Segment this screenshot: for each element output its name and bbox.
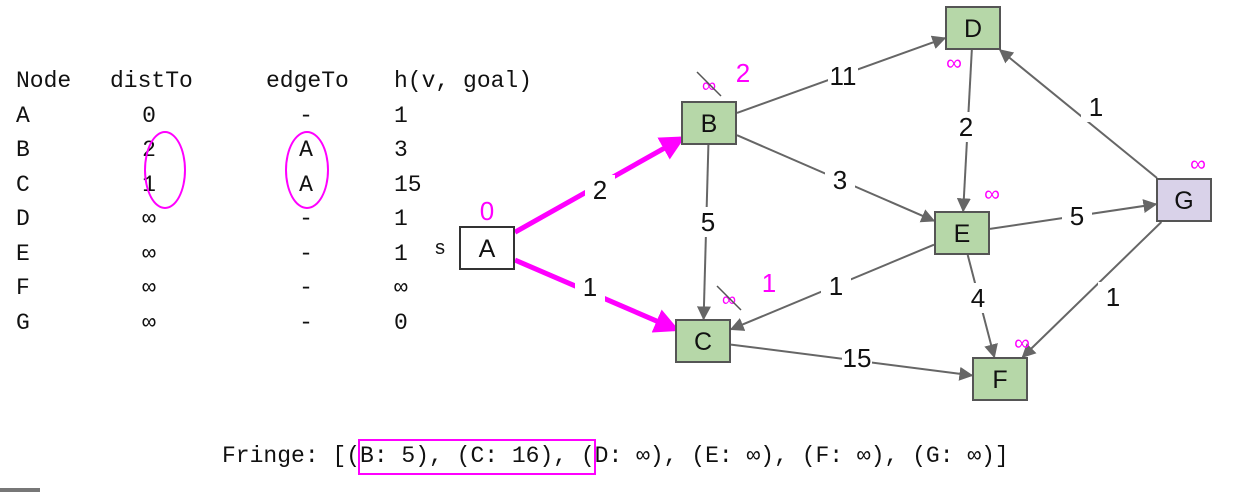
dist-label-b: 2 bbox=[736, 58, 750, 88]
edge-weight-e-c: 1 bbox=[829, 271, 843, 301]
row-node: F bbox=[16, 275, 30, 301]
edge-weight-b-e: 3 bbox=[833, 165, 847, 195]
row-distto: ∞ bbox=[142, 240, 156, 267]
row-heuristic: 1 bbox=[394, 102, 408, 129]
row-node: A bbox=[16, 102, 30, 129]
row-node: E bbox=[16, 240, 30, 267]
edge-weight-backdrop bbox=[1081, 92, 1111, 122]
row-node: B bbox=[16, 137, 30, 163]
edge-weight-g-d: 1 bbox=[1089, 92, 1103, 122]
header-distto: distTo bbox=[110, 68, 193, 94]
row-edgeto: - bbox=[299, 275, 313, 301]
edge-weight-a-c: 1 bbox=[583, 272, 597, 302]
edge-weight-backdrop bbox=[575, 272, 605, 302]
node-label-f: F bbox=[992, 366, 1007, 394]
row-edgeto: - bbox=[299, 206, 313, 232]
node-a bbox=[459, 226, 515, 270]
node-label-b: B bbox=[701, 110, 718, 138]
dist-label-e: ∞ bbox=[984, 181, 1000, 206]
row-heuristic: ∞ bbox=[394, 275, 408, 301]
edge-g-d bbox=[998, 49, 1158, 179]
header-node: Node bbox=[16, 68, 72, 94]
node-f bbox=[972, 357, 1028, 401]
strike-through-mark bbox=[696, 71, 722, 97]
dist-label-f: ∞ bbox=[1014, 330, 1030, 355]
node-label-e: E bbox=[954, 220, 971, 248]
edge-weight-backdrop bbox=[693, 207, 723, 237]
scrollbar-fragment bbox=[0, 488, 40, 492]
row-distto: ∞ bbox=[142, 275, 156, 301]
edge-weight-backdrop bbox=[963, 283, 993, 313]
fringe-highlight-box bbox=[358, 439, 596, 475]
edge-weight-backdrop bbox=[828, 61, 858, 91]
node-label-c: C bbox=[694, 328, 712, 356]
edge-weight-a-b: 2 bbox=[593, 175, 607, 205]
node-d bbox=[945, 6, 1001, 50]
row-heuristic: 1 bbox=[394, 240, 408, 267]
edge-weight-b-c: 5 bbox=[701, 207, 715, 237]
row-distto: ∞ bbox=[142, 206, 156, 232]
edge-weight-e-f: 4 bbox=[971, 283, 985, 313]
edge-weight-b-d: 11 bbox=[830, 61, 857, 91]
edge-weight-backdrop bbox=[951, 112, 981, 142]
row-heuristic: 15 bbox=[394, 171, 422, 198]
strike-through-mark bbox=[716, 285, 742, 311]
edgeto-highlight-oval bbox=[285, 131, 329, 209]
node-c bbox=[675, 319, 731, 363]
edge-weight-backdrop bbox=[842, 343, 872, 373]
edge-weight-c-f: 15 bbox=[843, 343, 872, 373]
row-node: D bbox=[16, 206, 30, 232]
row-edgeto: - bbox=[299, 240, 313, 267]
row-edgeto: - bbox=[299, 309, 313, 336]
row-node: G bbox=[16, 309, 30, 336]
edge-weight-g-f: 1 bbox=[1106, 282, 1120, 312]
edge-weight-e-g: 5 bbox=[1070, 201, 1084, 231]
node-label-d: D bbox=[964, 15, 982, 43]
edge-weight-d-e: 2 bbox=[959, 112, 973, 142]
dist-label-c: 1 bbox=[762, 268, 776, 298]
row-node: C bbox=[16, 171, 30, 198]
edge-weight-backdrop bbox=[1062, 201, 1092, 231]
dist-label-d: ∞ bbox=[946, 50, 962, 75]
row-distto: 0 bbox=[142, 102, 156, 129]
edge-weight-backdrop bbox=[825, 165, 855, 195]
edge-g-f bbox=[1021, 221, 1163, 358]
fringe-text: Fringe: [(B: 5), (C: 16), (D: ∞), (E: ∞)… bbox=[222, 443, 1009, 469]
dist-label-a: 0 bbox=[480, 196, 494, 226]
header-heuristic: h(v, goal) bbox=[394, 68, 533, 94]
start-marker-label: s bbox=[434, 238, 446, 261]
node-label-g: G bbox=[1174, 187, 1193, 215]
node-g bbox=[1156, 178, 1212, 222]
row-edgeto: - bbox=[299, 102, 313, 129]
node-b bbox=[681, 101, 737, 145]
node-e bbox=[934, 211, 990, 255]
header-edgeto: edgeTo bbox=[266, 68, 349, 94]
edge-weight-backdrop bbox=[1098, 282, 1128, 312]
row-distto: ∞ bbox=[142, 309, 156, 336]
edge-weight-backdrop bbox=[821, 271, 851, 301]
edge-weight-backdrop bbox=[585, 175, 615, 205]
row-heuristic: 3 bbox=[394, 137, 408, 163]
row-heuristic: 1 bbox=[394, 206, 408, 232]
distto-highlight-oval bbox=[144, 131, 186, 209]
row-heuristic: 0 bbox=[394, 309, 408, 336]
node-label-a: A bbox=[479, 235, 496, 263]
dist-label-g: ∞ bbox=[1190, 151, 1206, 176]
